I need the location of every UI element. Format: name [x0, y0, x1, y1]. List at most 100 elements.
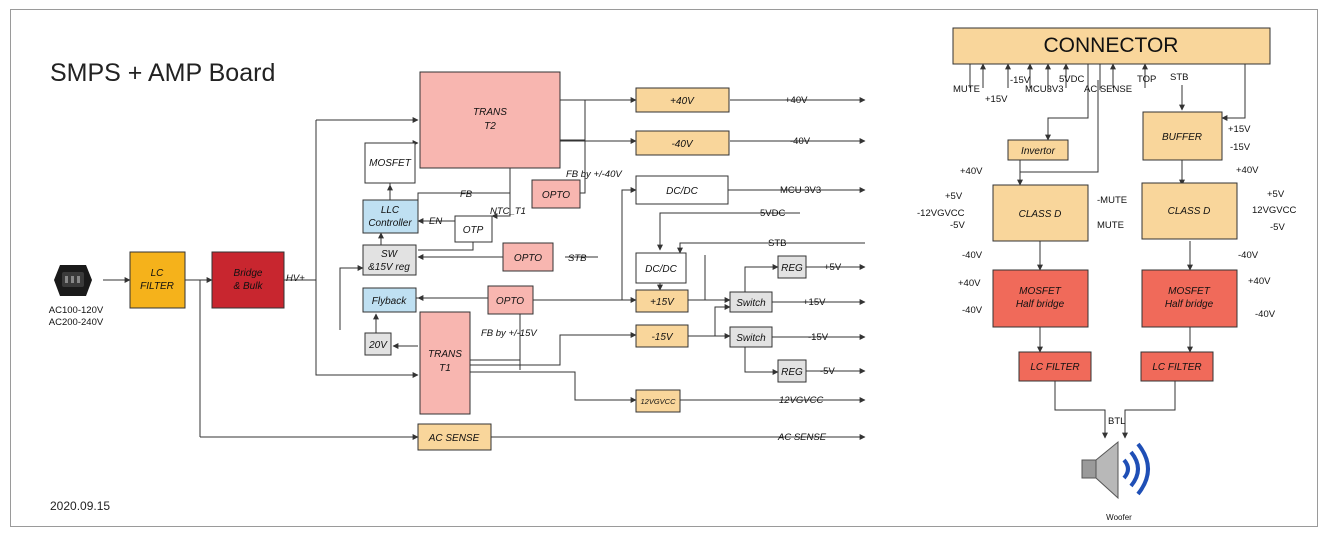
fb15-label: FB by +/-15V: [481, 328, 538, 339]
l-m40-label: -40V: [962, 250, 983, 261]
svg-text:-40V: -40V: [671, 139, 693, 150]
bridge-bulk-block: Bridge & Bulk: [211, 251, 285, 309]
out-p15-label: +15V: [803, 297, 826, 308]
svg-text:OPTO: OPTO: [542, 190, 570, 201]
out-m5-label: -5V: [820, 366, 835, 377]
svg-text:Switch: Switch: [736, 333, 766, 344]
opto-fb40-block: OPTO: [531, 179, 581, 209]
svg-text:CONNECTOR: CONNECTOR: [1044, 34, 1179, 57]
r-p5-label: +5V: [1267, 189, 1285, 200]
svg-text:Invertor: Invertor: [1021, 146, 1056, 157]
dcdc-5v-block: DC/DC: [635, 252, 687, 284]
en-label: EN: [429, 216, 442, 227]
out-m15-label: -15V: [808, 332, 829, 343]
woofer-label: Woofer: [1106, 513, 1132, 522]
svg-text:Controller: Controller: [368, 218, 412, 229]
ac-input-range-2: AC200-240V: [49, 317, 104, 328]
svg-text:REG: REG: [781, 367, 803, 378]
connector-block: CONNECTOR: [952, 27, 1271, 65]
svg-text:OTP: OTP: [463, 225, 484, 236]
out-stb-label: STB: [768, 238, 786, 249]
buffer-m15v-label: -15V: [1230, 142, 1251, 153]
ac-plug-icon: [54, 265, 92, 296]
svg-text:TRANS: TRANS: [428, 349, 462, 360]
l-mute-out-label: MUTE: [1097, 220, 1124, 231]
switch-p15-block: Switch: [729, 291, 773, 313]
svg-text:T1: T1: [439, 363, 451, 374]
class-d-right-block: CLASS D: [1141, 182, 1238, 240]
svg-text:REG: REG: [781, 263, 803, 274]
m40v-block: -40V: [635, 130, 730, 156]
trans-t2-block: TRANS T2: [419, 71, 561, 169]
svg-text:DC/DC: DC/DC: [645, 264, 677, 275]
out-12vgvcc-label: 12VGVCC: [779, 395, 823, 406]
12vgvcc-block: 12VGVCC: [635, 389, 681, 413]
invertor-block: Invertor: [1007, 139, 1069, 161]
opto-stb-block: OPTO: [502, 242, 554, 272]
20v-block: 20V: [364, 332, 392, 356]
svg-text:FILTER: FILTER: [140, 281, 174, 292]
svg-text:TRANS: TRANS: [473, 107, 507, 118]
ac-sense-block: AC SENSE: [417, 423, 492, 451]
otp-block: OTP: [454, 215, 493, 243]
lc-filter-main-block: LC FILTER: [129, 251, 186, 309]
svg-text:MOSFET: MOSFET: [369, 158, 412, 169]
r-m5-label: -5V: [1270, 222, 1285, 233]
svg-text:+40V: +40V: [670, 96, 695, 107]
l-p5-label: +5V: [945, 191, 963, 202]
class-d-left-block: CLASS D: [992, 184, 1089, 242]
r-vgvcc-label: 12VGVCC: [1252, 205, 1296, 216]
m15v-block: -15V: [635, 324, 689, 348]
switch-m15-block: Switch: [729, 326, 773, 348]
out-ac-sense-label: AC SENSE: [777, 432, 827, 443]
sw-15v-reg-block: SW &15V reg: [362, 244, 417, 276]
buffer-block: BUFFER: [1142, 111, 1223, 161]
r-p40-top-label: +40V: [1236, 165, 1259, 176]
pin-ac-sense: AC SENSE: [1084, 84, 1132, 95]
svg-text:-15V: -15V: [651, 332, 673, 343]
speaker-icon: [1081, 440, 1150, 500]
svg-text:OPTO: OPTO: [514, 253, 542, 264]
mosfet-hb-right-block: MOSFET Half bridge: [1141, 269, 1238, 328]
l-vgvcc-label: -12VGVCC: [917, 208, 965, 219]
fb-label: FB: [460, 189, 473, 200]
r-m40-label: -40V: [1238, 250, 1259, 261]
pin-p15v: +15V: [985, 94, 1008, 105]
p15v-block: +15V: [635, 289, 689, 313]
fb40-label: FB by +/-40V: [566, 169, 623, 180]
svg-text:LLC: LLC: [381, 205, 400, 216]
page-title: SMPS + AMP Board: [50, 59, 275, 87]
r-hb-m40-label: -40V: [1255, 309, 1276, 320]
svg-text:Half bridge: Half bridge: [1016, 299, 1065, 310]
l-hb-m40-label: -40V: [962, 305, 983, 316]
hv-label: HV+: [286, 273, 305, 284]
ntc-label: NTC_T1: [490, 206, 526, 217]
svg-text:OPTO: OPTO: [496, 296, 524, 307]
svg-text:Half bridge: Half bridge: [1165, 299, 1214, 310]
opto-fb15-block: OPTO: [487, 285, 534, 315]
reg-m5-block: REG: [777, 359, 807, 383]
lc-filter-right-block: LC FILTER: [1140, 351, 1214, 382]
out-m40-label: -40V: [790, 136, 811, 147]
ac-input-range-1: AC100-120V: [49, 305, 104, 316]
llc-controller-block: LLC Controller: [362, 199, 419, 234]
l-m5-label: -5V: [950, 220, 965, 231]
btl-label: BTL: [1108, 416, 1125, 427]
svg-text:DC/DC: DC/DC: [666, 186, 698, 197]
svg-text:LC FILTER: LC FILTER: [1030, 362, 1079, 373]
svg-text:Flyback: Flyback: [372, 296, 407, 307]
svg-text:12VGVCC: 12VGVCC: [640, 397, 676, 406]
mosfet-hb-left-block: MOSFET Half bridge: [992, 269, 1089, 328]
pin-mute: MUTE: [953, 84, 980, 95]
pin-5vdc: 5VDC: [1059, 74, 1084, 85]
pin-m15v: -15V: [1010, 75, 1031, 86]
svg-text:Bridge: Bridge: [234, 268, 263, 279]
svg-text:& Bulk: & Bulk: [234, 281, 264, 292]
svg-text:20V: 20V: [368, 340, 388, 351]
svg-text:CLASS D: CLASS D: [1019, 209, 1062, 220]
svg-text:MOSFET: MOSFET: [1168, 286, 1211, 297]
stb-in-label: STB: [568, 253, 587, 264]
connector-pins: MUTE +15V -15V MCU3V3 5VDC AC SENSE TOP …: [953, 72, 1188, 105]
l-hb-p40-label: +40V: [958, 278, 981, 289]
